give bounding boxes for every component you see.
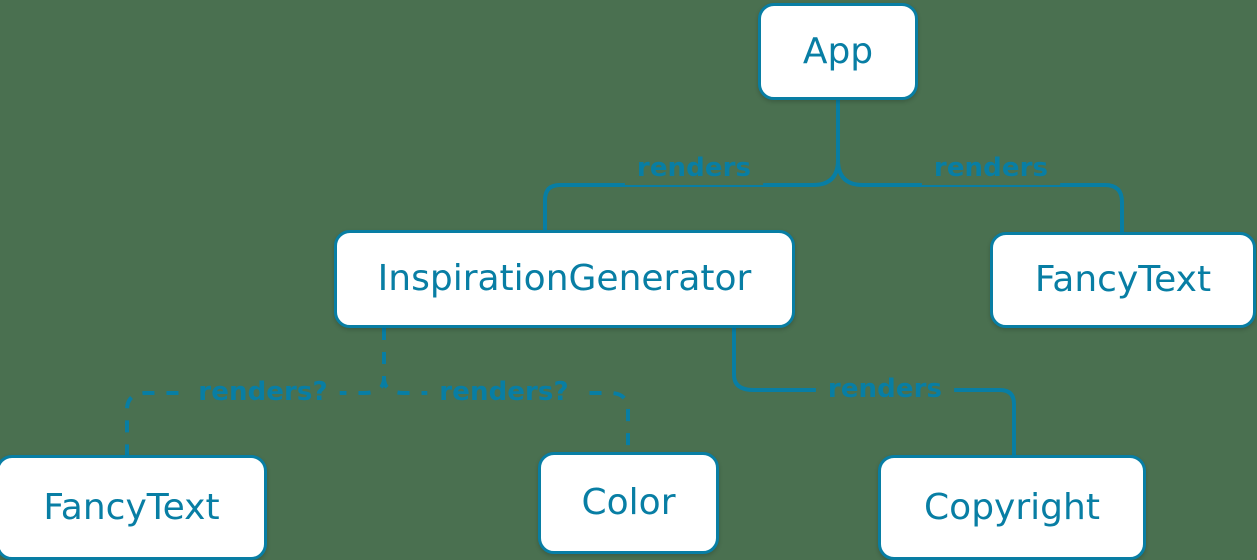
node-copyright[interactable]: Copyright: [878, 455, 1146, 560]
edge-inspirationgenerator-color-dashed: [382, 328, 630, 452]
edge-label-app-inspirationgenerator: renders: [636, 153, 752, 183]
node-fancytext-right-label: FancyText: [1034, 259, 1212, 300]
edge-label-app-fancytext: renders: [933, 153, 1049, 183]
node-inspirationgenerator-label: InspirationGenerator: [377, 258, 752, 299]
node-app-label: App: [802, 30, 874, 72]
edge-label-inspirationgenerator-fancytext: renders?: [198, 377, 328, 407]
node-fancytext-left-label: FancyText: [43, 486, 220, 528]
node-inspirationgenerator[interactable]: InspirationGenerator: [334, 230, 795, 328]
node-copyright-label: Copyright: [924, 486, 1100, 528]
node-color-label: Color: [581, 482, 676, 523]
edge-inspirationgenerator-fancytext-dashed: [125, 328, 386, 455]
edge-label-inspirationgenerator-color: renders?: [439, 377, 569, 407]
node-app[interactable]: App: [758, 3, 918, 100]
node-color[interactable]: Color: [538, 452, 719, 554]
node-fancytext-left[interactable]: FancyText: [0, 455, 267, 560]
node-fancytext-right[interactable]: FancyText: [990, 232, 1256, 328]
edge-label-inspirationgenerator-copyright: renders: [827, 374, 943, 404]
